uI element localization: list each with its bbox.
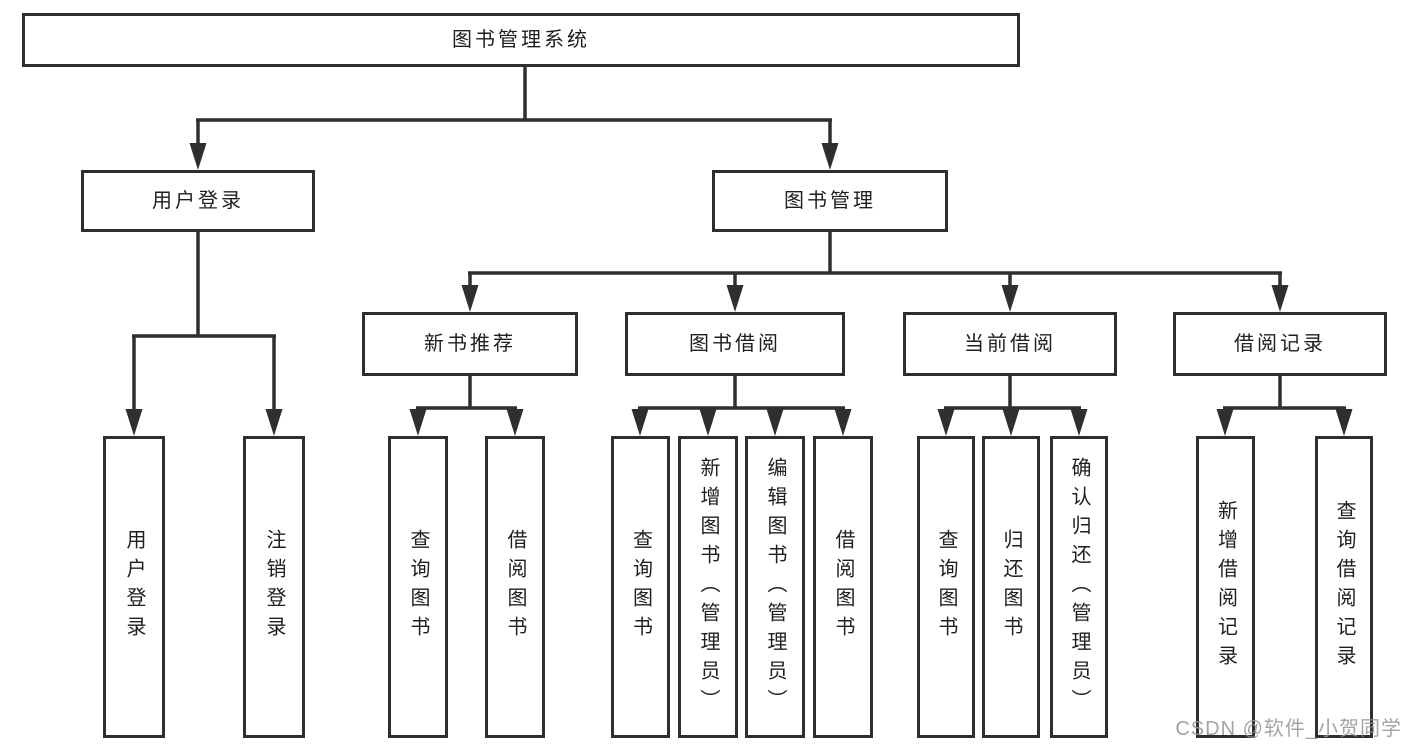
leaf-label: 确认归还（管理员） (1068, 456, 1090, 718)
connector-arrow-icon (461, 285, 479, 312)
leaf-query-books-1: 查询图书 (388, 436, 448, 738)
leaf-borrow-books-2: 借阅图书 (813, 436, 873, 738)
leaf-label: 用户登录 (123, 529, 145, 645)
leaf-label: 借阅图书 (504, 529, 526, 645)
node-label: 图书管理 (784, 190, 876, 212)
node-book-management: 图书管理 (712, 170, 948, 232)
watermark: CSDN @软件_小贺同学 (1175, 718, 1402, 740)
node-book-borrowing: 图书借阅 (625, 312, 845, 376)
connector-arrow-icon (265, 409, 283, 436)
leaf-query-books-2: 查询图书 (611, 436, 670, 738)
leaf-label: 查询图书 (935, 529, 957, 645)
connector-arrow-icon (631, 409, 649, 436)
connector-arrow-icon (834, 409, 852, 436)
connector-arrow-icon (125, 409, 143, 436)
leaf-label: 查询图书 (629, 529, 652, 645)
connector-arrow-icon (409, 409, 427, 436)
node-user-login: 用户登录 (81, 170, 315, 232)
connector-arrow-icon (1002, 409, 1020, 436)
node-label: 用户登录 (152, 190, 244, 212)
connector-arrow-icon (766, 409, 784, 436)
connector-arrow-icon (937, 409, 955, 436)
node-label: 图书借阅 (689, 333, 781, 355)
connector-arrow-icon (506, 409, 524, 436)
leaf-label: 新增图书（管理员） (697, 456, 719, 718)
connector-arrow-icon (1335, 409, 1353, 436)
leaf-label: 编辑图书（管理员） (764, 456, 786, 718)
leaf-user-login: 用户登录 (103, 436, 165, 738)
connector-arrow-icon (726, 285, 744, 312)
leaf-label: 归还图书 (1000, 529, 1022, 645)
node-label: 图书管理系统 (452, 29, 590, 51)
node-label: 新书推荐 (424, 333, 516, 355)
leaf-confirm-return-admin: 确认归还（管理员） (1050, 436, 1108, 738)
node-label: 当前借阅 (964, 333, 1056, 355)
leaf-add-borrow-record: 新增借阅记录 (1196, 436, 1255, 738)
leaf-label: 注销登录 (263, 529, 285, 645)
connector-arrow-icon (699, 409, 717, 436)
leaf-logout: 注销登录 (243, 436, 305, 738)
node-library-management-system: 图书管理系统 (22, 13, 1020, 67)
leaf-label: 查询借阅记录 (1333, 500, 1355, 674)
connector-arrow-icon (1070, 409, 1088, 436)
leaf-label: 新增借阅记录 (1214, 500, 1237, 674)
leaf-query-borrow-record: 查询借阅记录 (1315, 436, 1373, 738)
connector-arrow-icon (1271, 285, 1289, 312)
connector-arrow-icon (821, 143, 839, 170)
connector-arrow-icon (1001, 285, 1019, 312)
leaf-label: 借阅图书 (832, 529, 854, 645)
node-new-book-recommend: 新书推荐 (362, 312, 578, 376)
node-label: 借阅记录 (1234, 333, 1326, 355)
leaf-query-books-3: 查询图书 (917, 436, 975, 738)
leaf-return-books: 归还图书 (982, 436, 1040, 738)
leaf-edit-books-admin: 编辑图书（管理员） (745, 436, 805, 738)
node-borrowing-records: 借阅记录 (1173, 312, 1387, 376)
leaf-label: 查询图书 (407, 529, 429, 645)
leaf-borrow-books-1: 借阅图书 (485, 436, 545, 738)
connector-arrow-icon (1216, 409, 1234, 436)
node-current-borrowing: 当前借阅 (903, 312, 1117, 376)
connector-arrow-icon (189, 143, 207, 170)
leaf-add-books-admin: 新增图书（管理员） (678, 436, 738, 738)
